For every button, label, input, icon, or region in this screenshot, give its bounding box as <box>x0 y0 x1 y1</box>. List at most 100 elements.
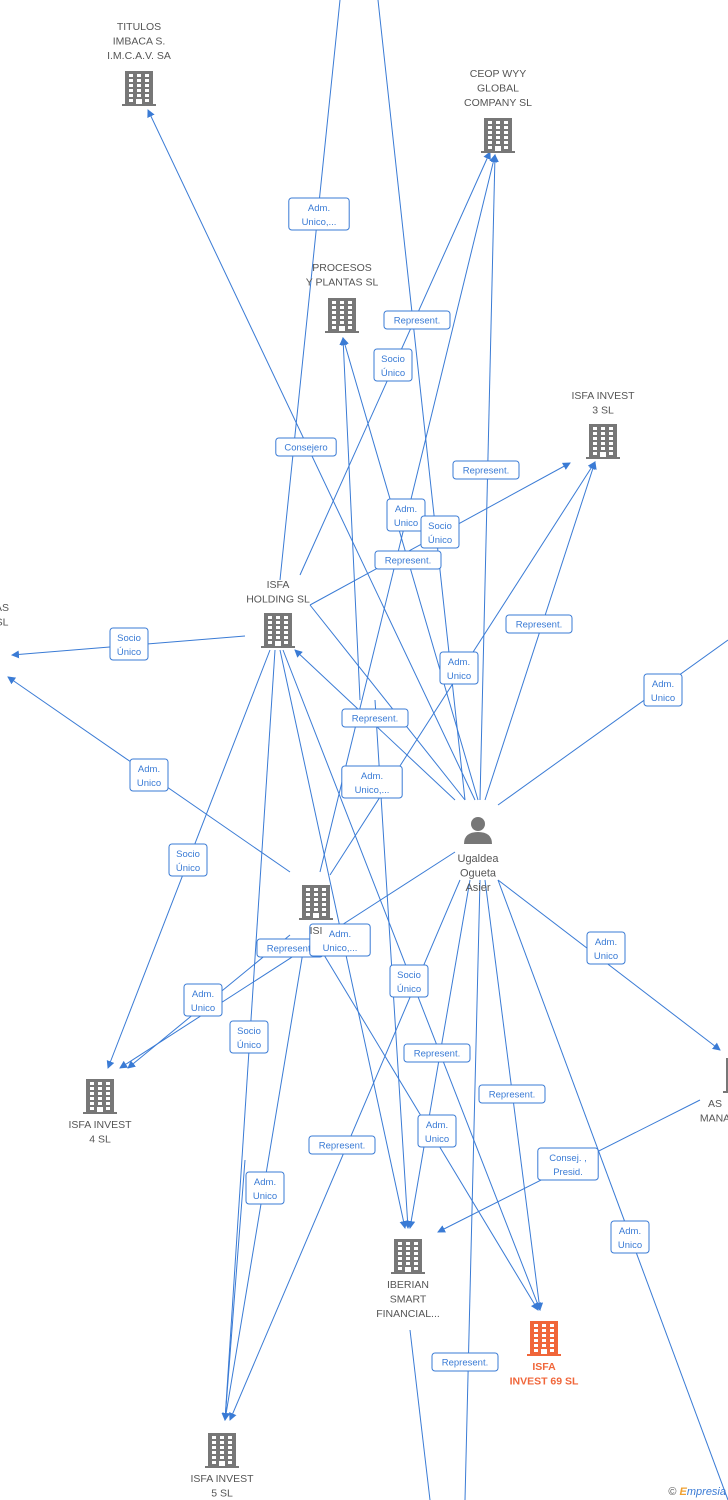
building-icon <box>586 424 620 459</box>
edge-label-text: Unico <box>253 1191 277 1202</box>
edge-label-text: Adm. <box>138 764 160 775</box>
node-label: Y PLANTAS SL <box>306 277 379 289</box>
node-label: ISFA <box>267 579 290 591</box>
edge-label-text: Consej. , <box>549 1153 587 1164</box>
edge-label-text: Represent. <box>385 556 431 567</box>
edge-label: Adm.Unico <box>183 983 223 1017</box>
edge-label-text: Adm. <box>308 203 330 214</box>
edge-label: Adm. Unico <box>245 1171 285 1205</box>
edge-label-text: Adm. <box>395 504 417 515</box>
edge-label: Represent. <box>505 614 573 634</box>
edge-label-text: Único <box>428 535 452 546</box>
node-label: TITULOS <box>117 21 161 33</box>
node-label: 4 SL <box>89 1134 111 1146</box>
node-label: ISFA INVEST <box>571 390 635 402</box>
edge-label-text: Adm. <box>254 1177 276 1188</box>
edge-label: Adm.Unico,... <box>288 197 350 231</box>
node-label: AS <box>0 602 9 614</box>
edge-label-text: Socio <box>397 970 421 981</box>
edge-label-text: Unico <box>594 951 618 962</box>
node-label: INVEST 69 SL <box>510 1376 579 1388</box>
edge-line <box>119 851 456 1069</box>
edge-label-text: Represent. <box>319 1141 365 1152</box>
edge-label: Adm. Unico <box>129 758 169 792</box>
edge-label-text: Adm. <box>192 989 214 1000</box>
edge-label: Represent. <box>478 1084 546 1104</box>
building-icon <box>481 118 515 153</box>
edge-line <box>339 337 361 701</box>
node-rightcut[interactable]: AS MANA <box>700 1058 728 1125</box>
edge-line <box>309 604 466 801</box>
node-label: ISFA <box>532 1361 556 1373</box>
edge-label-text: Unico <box>137 778 161 789</box>
node-label: Ugaldea <box>458 853 500 865</box>
edge-label: Represent. <box>452 460 520 480</box>
edge-label-text: Unico,... <box>355 785 390 796</box>
edge-label-text: Adm. <box>426 1120 448 1131</box>
node-label: COMPANY SL <box>464 97 532 109</box>
edge-label: Adm. Unico <box>586 931 626 965</box>
edge-label: Adm. Unico <box>610 1220 650 1254</box>
edge-label-text: Único <box>381 368 405 379</box>
edge-label-text: Represent. <box>414 1049 460 1060</box>
edge-label-text: Adm. <box>361 771 383 782</box>
node-leftcut[interactable]: AS SL <box>0 602 9 668</box>
edge-labels-layer: Adm.Unico,...Represent.SocioÚnicoConseje… <box>109 197 683 1372</box>
node-iberian[interactable]: IBERIANSMARTFINANCIAL... <box>376 1239 440 1320</box>
edge-label: Represent. <box>341 708 409 728</box>
edge-label-text: Unico <box>651 693 675 704</box>
edge-label-text: Represent. <box>352 714 398 725</box>
node-label: IMBACA S. <box>113 36 166 48</box>
node-label: AS <box>708 1098 722 1110</box>
node-isf_mid[interactable]: ISI <box>299 885 333 937</box>
building-icon <box>527 1321 561 1356</box>
edge-label-text: Represent. <box>394 316 440 327</box>
edge-label-text: Adm. <box>448 657 470 668</box>
edge-label-text: Unico <box>447 671 471 682</box>
node-label: IBERIAN <box>387 1279 429 1291</box>
edge-label: Adm. Unico <box>439 651 479 685</box>
edge-label: Adm.Unico,... <box>309 923 371 957</box>
node-isfa69[interactable]: ISFA INVEST 69 SL <box>510 1321 579 1388</box>
edge-label-text: Represent. <box>463 466 509 477</box>
building-icon <box>391 1239 425 1274</box>
node-label: MANA <box>700 1113 728 1125</box>
edge-label: Consejero <box>275 437 337 457</box>
edge-label: Consej. ,Presid. <box>537 1147 599 1181</box>
node-procesos[interactable]: PROCESOS Y PLANTAS SL <box>306 262 379 333</box>
edge-label-text: Represent. <box>442 1358 488 1369</box>
building-icon <box>83 1079 117 1114</box>
edge-label: Represent. <box>403 1043 471 1063</box>
node-isfa4[interactable]: ISFA INVEST 4 SL <box>68 1079 132 1146</box>
edge-label-text: Único <box>176 863 200 874</box>
edge-label-text: Unico <box>618 1240 642 1251</box>
node-label: SL <box>0 617 9 629</box>
node-label: PROCESOS <box>312 262 372 274</box>
edge-line <box>497 639 728 806</box>
edge-label-text: Adm. <box>595 937 617 948</box>
edges-layer <box>7 0 728 1500</box>
node-label: GLOBAL <box>477 83 519 95</box>
building-icon <box>205 1433 239 1468</box>
edge-label-text: Adm. <box>619 1226 641 1237</box>
edge-label-text: Único <box>397 984 421 995</box>
edge-label: Represent. <box>383 310 451 330</box>
edge-label-text: Represent. <box>516 620 562 631</box>
node-label: ISI <box>310 925 323 937</box>
node-label: FINANCIAL... <box>376 1308 440 1320</box>
building-icon <box>261 613 295 648</box>
node-label: ISFA INVEST <box>190 1473 254 1485</box>
empresia-watermark: © Empresia <box>668 1486 726 1498</box>
node-label: ISFA INVEST <box>68 1119 132 1131</box>
edge-label-text: Socio <box>117 633 141 644</box>
